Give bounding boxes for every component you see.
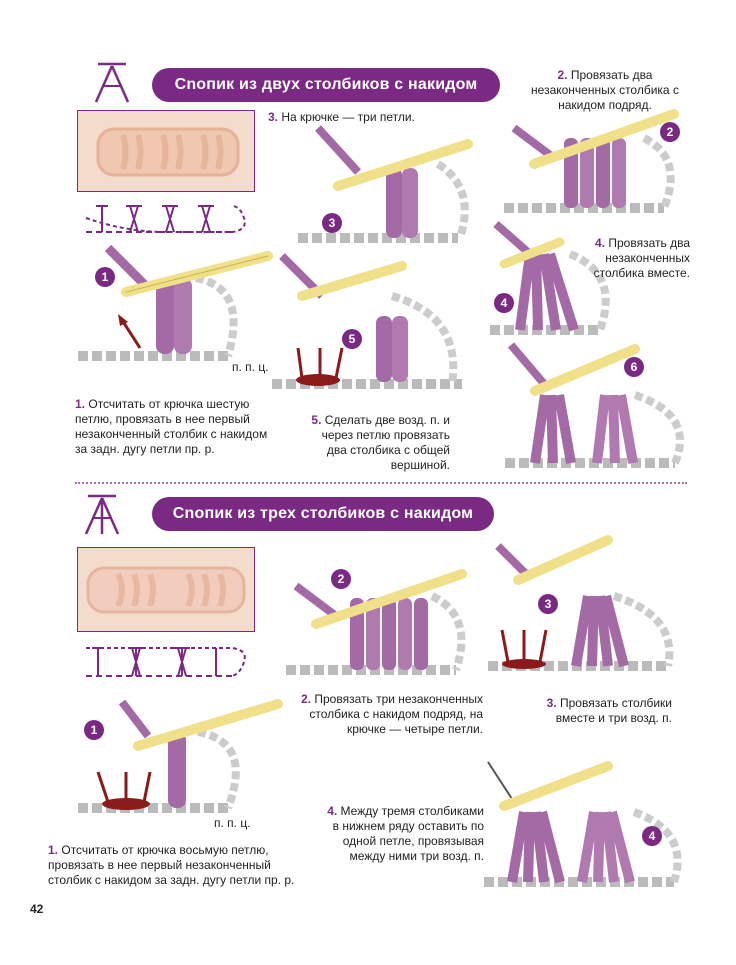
illustration-step1: [78, 244, 273, 361]
illustration-s2-step3: [488, 535, 674, 671]
caption-s1-step2: 2. Провязать два незаконченных столбика …: [531, 68, 679, 112]
caption-s2-step2: 2. Провязать три незаконченных столбика …: [301, 692, 483, 736]
step-badge-2: 2: [660, 122, 680, 142]
s2-step-badge-3: 3: [538, 594, 558, 614]
illustration-s2-step2: [286, 569, 467, 675]
section1-title: Сnопик из двух столбиков с накидом: [152, 68, 500, 102]
illustration-step3: [298, 125, 473, 243]
page-number: 42: [30, 902, 44, 916]
illustration-step2: [504, 109, 679, 213]
caption-s2-step1: 1. Отсчитать от крючка восьмую петлю, пр…: [48, 843, 295, 887]
label-ppc-2: п. п. ц.: [214, 816, 251, 830]
section-divider: [75, 482, 687, 484]
illustration-step5: [272, 253, 462, 389]
s2-step-badge-1: 1: [84, 720, 104, 740]
chart-scheme-1: [85, 205, 246, 233]
caption-s2-step4: 4. Между тремя столбиками в нижнем ряду …: [327, 804, 484, 863]
illustration-s2-step1: [78, 699, 283, 813]
step-badge-6: 6: [624, 357, 644, 377]
section2-title: Сnопик из трех столбиков с накидом: [152, 497, 494, 531]
symbol-icon-2: [84, 494, 120, 535]
s2-step-badge-2: 2: [331, 569, 351, 589]
s2-step-badge-4: 4: [642, 826, 662, 846]
step-badge-4: 4: [494, 293, 514, 313]
illustration-s2-step4: [484, 761, 682, 887]
step-badge-3: 3: [322, 213, 342, 233]
label-ppc-1: п. п. ц.: [232, 360, 269, 374]
caption-s1-step4: 4. Провязать два незаконченных столбика …: [593, 236, 690, 280]
step-badge-1: 1: [95, 267, 115, 287]
caption-s1-step1: 1. Отсчитать от крючка шестую петлю, про…: [75, 397, 268, 456]
illustration-step4: [490, 221, 610, 335]
swatch-photo-2: [77, 547, 255, 632]
illustration-step6: [505, 342, 684, 468]
caption-s1-step5: 5. Сделать две возд. п. и через петлю пр…: [311, 413, 450, 472]
swatch-photo-1: [77, 110, 255, 192]
step-badge-5: 5: [342, 329, 362, 349]
symbol-icon: [94, 62, 130, 103]
caption-s1-step3: 3. На крючке — три петли.: [268, 110, 415, 124]
chart-scheme-2: [86, 647, 246, 677]
caption-s2-step3: 3. Провязать столбики вместе и три возд.…: [546, 696, 672, 725]
